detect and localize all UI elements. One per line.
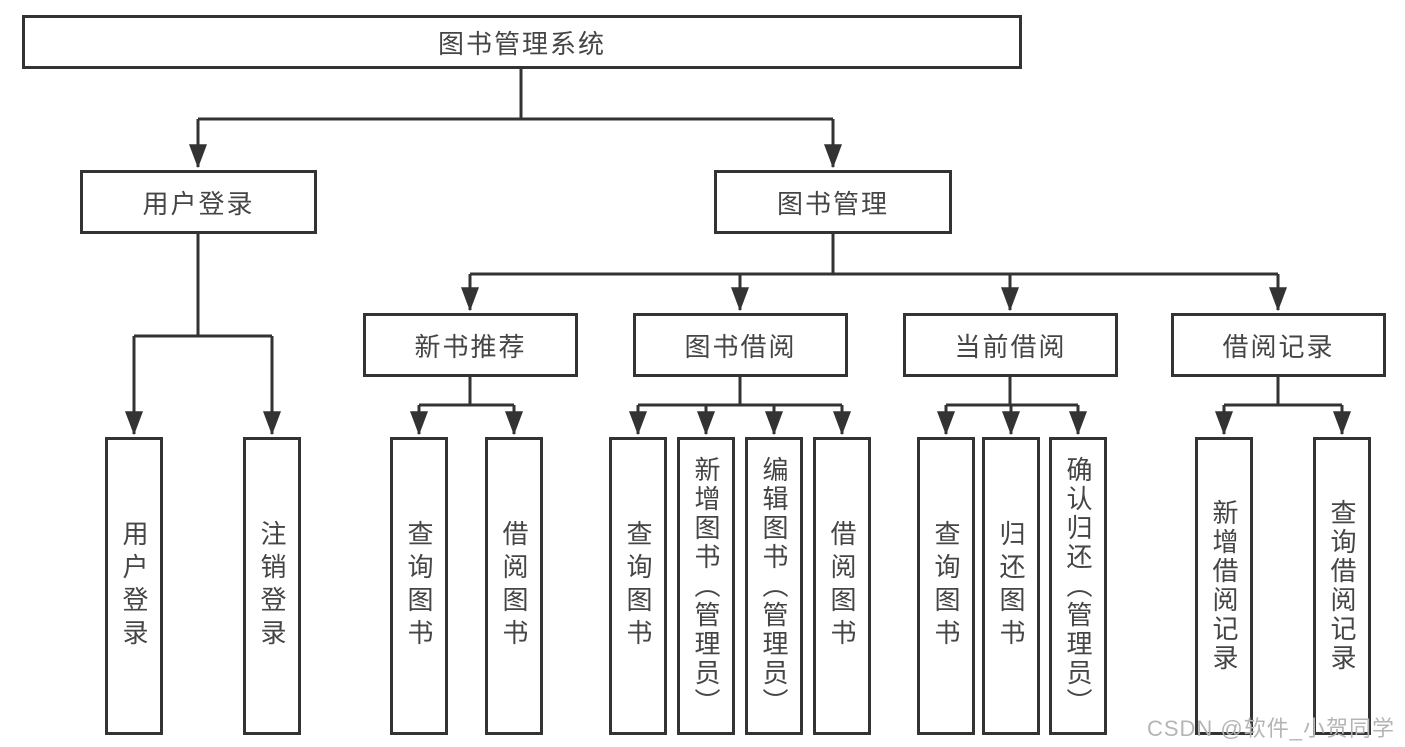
leaf-borrow-books: 借阅图书 xyxy=(813,437,871,735)
node-book-management: 图书管理 xyxy=(714,170,952,234)
leaf-logout-login-label: 注销登录 xyxy=(257,520,287,652)
node-book-borrow: 图书借阅 xyxy=(633,313,848,377)
leaf-add-borrow-record-label: 新增借阅记录 xyxy=(1209,499,1239,673)
leaf-add-borrow-record: 新增借阅记录 xyxy=(1195,437,1253,735)
node-root-label: 图书管理系统 xyxy=(437,28,606,59)
leaf-query-borrow-record: 查询借阅记录 xyxy=(1313,437,1371,735)
leaf-confirm-return-admin-label: 确认归还（管理员） xyxy=(1063,455,1093,717)
node-current-borrow-label: 当前借阅 xyxy=(954,331,1067,362)
node-book-management-label: 图书管理 xyxy=(776,188,889,219)
leaf-edit-books-admin-label: 编辑图书（管理员） xyxy=(759,455,789,717)
leaf-query-borrow-record-label: 查询借阅记录 xyxy=(1327,499,1357,673)
leaf-return-books: 归还图书 xyxy=(982,437,1040,735)
leaf-user-login-label: 用户登录 xyxy=(119,520,149,652)
node-current-borrow: 当前借阅 xyxy=(903,313,1118,377)
node-root: 图书管理系统 xyxy=(22,15,1022,69)
leaf-confirm-return-admin: 确认归还（管理员） xyxy=(1049,437,1107,735)
node-user-login: 用户登录 xyxy=(80,170,317,234)
node-book-borrow-label: 图书借阅 xyxy=(684,331,797,362)
node-new-book-recommend-label: 新书推荐 xyxy=(414,331,527,362)
csdn-watermark: CSDN @软件_小贺同学 xyxy=(1146,716,1395,741)
leaf-borrow-books-recommend-label: 借阅图书 xyxy=(499,520,529,652)
leaf-query-books-current-label: 查询图书 xyxy=(931,520,961,652)
leaf-add-books-admin-label: 新增图书（管理员） xyxy=(691,455,721,717)
leaf-logout-login: 注销登录 xyxy=(243,437,301,735)
leaf-query-books-current: 查询图书 xyxy=(917,437,975,735)
leaf-borrow-books-label: 借阅图书 xyxy=(827,520,857,652)
node-user-login-label: 用户登录 xyxy=(142,188,255,219)
leaf-query-books-borrow: 查询图书 xyxy=(609,437,667,735)
node-borrow-records-label: 借阅记录 xyxy=(1222,331,1335,362)
leaf-edit-books-admin: 编辑图书（管理员） xyxy=(745,437,803,735)
node-new-book-recommend: 新书推荐 xyxy=(363,313,578,377)
leaf-query-books-recommend-label: 查询图书 xyxy=(404,520,434,652)
leaf-borrow-books-recommend: 借阅图书 xyxy=(485,437,543,735)
leaf-query-books-recommend: 查询图书 xyxy=(390,437,448,735)
node-borrow-records: 借阅记录 xyxy=(1171,313,1386,377)
leaf-user-login: 用户登录 xyxy=(105,437,163,735)
leaf-query-books-borrow-label: 查询图书 xyxy=(623,520,653,652)
leaf-add-books-admin: 新增图书（管理员） xyxy=(677,437,735,735)
leaf-return-books-label: 归还图书 xyxy=(996,520,1026,652)
